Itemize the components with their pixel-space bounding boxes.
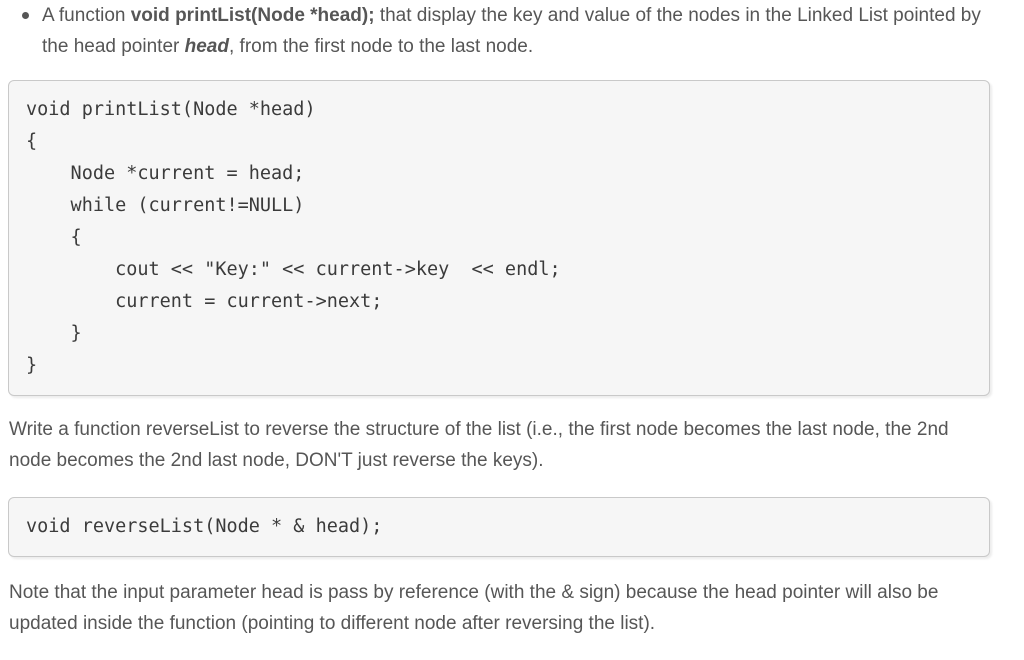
code-line: } [26, 355, 38, 376]
printlist-code-block: void printList(Node *head) { Node *curren… [8, 80, 990, 396]
bullet-text-middle: that display the key and value of the no… [42, 5, 981, 57]
code-line: cout << "Key:" << current->key << endl; [26, 259, 561, 280]
code-line: Node *current = head; [26, 163, 305, 184]
code-line: while (current!=NULL) [26, 195, 305, 216]
code-line: void reverseList(Node * & head); [26, 516, 383, 537]
bullet-item-printlist: A function void printList(Node *head); t… [22, 0, 990, 62]
code-line: { [26, 131, 38, 152]
reverselist-code-block: void reverseList(Node * & head); [8, 497, 990, 557]
bullet-icon [22, 12, 29, 19]
printlist-signature: void printList(Node *head); [130, 5, 375, 26]
pass-by-reference-note: Note that the input parameter head is pa… [9, 582, 939, 634]
code-line: } [26, 323, 82, 344]
code-line: void printList(Node *head) [26, 99, 316, 120]
head-pointer-emphasis: head [184, 36, 229, 57]
bullet-text-suffix: , from the first node to the last node. [228, 36, 534, 57]
bullet-text-prefix: A function [42, 5, 131, 26]
assignment-page: A function void printList(Node *head); t… [8, 0, 990, 634]
reverse-instructions-paragraph: Write a function reverseList to reverse … [9, 419, 949, 471]
code-line: current = current->next; [26, 291, 383, 312]
code-line: { [26, 227, 82, 248]
bullet-list: A function void printList(Node *head); t… [8, 0, 990, 62]
